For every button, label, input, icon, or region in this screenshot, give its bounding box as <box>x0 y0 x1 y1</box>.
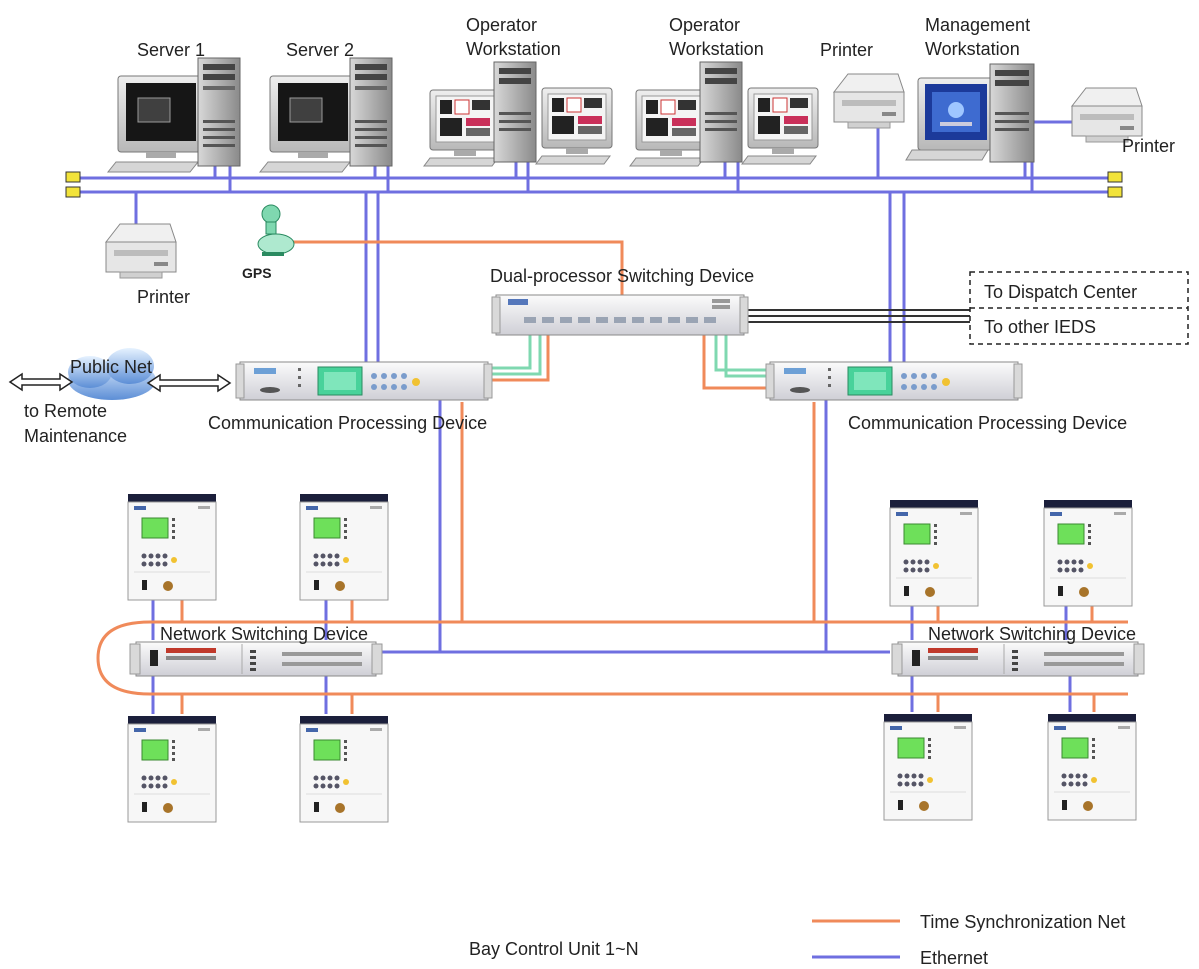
bay-control-unit-icon <box>883 713 973 821</box>
public-net-cloud-icon <box>68 348 156 400</box>
dispatch-box <box>969 271 1189 345</box>
bay-control-unit-icon <box>299 715 389 823</box>
bay-control-unit-icon <box>1043 499 1133 607</box>
printer-icon <box>1071 87 1143 143</box>
bus-terminator <box>65 171 81 183</box>
remote-maintenance-label-line2: Maintenance <box>24 426 127 446</box>
bay-control-unit-icon <box>889 499 979 607</box>
bay-control-unit-icon <box>299 493 389 601</box>
bay-control-unit-icon <box>127 715 217 823</box>
management-ws-label-line1: Management <box>925 15 1030 35</box>
net-switch-right-label: Network Switching Device <box>928 624 1136 644</box>
comm-left-label: Communication Processing Device <box>208 413 487 433</box>
printer-left-label: Printer <box>137 287 190 307</box>
public-net-label: Public Net <box>70 357 152 377</box>
to-dispatch-label: To Dispatch Center <box>984 282 1137 302</box>
operator-ws-2-label-line2: Workstation <box>669 39 764 59</box>
time-sync-lines <box>96 240 1128 714</box>
bus-terminator <box>1107 186 1123 198</box>
bay-control-unit-icon <box>1047 713 1137 821</box>
management-ws-label-line2: Workstation <box>925 39 1020 59</box>
network-switching-device <box>129 641 383 677</box>
net-switch-left-label: Network Switching Device <box>160 624 368 644</box>
server2-label: Server 2 <box>286 40 354 60</box>
communication-processing-device <box>235 361 493 401</box>
bus-terminator <box>65 186 81 198</box>
legend: Time Synchronization Net Ethernet <box>812 912 1125 968</box>
workstation-computer-icon <box>629 61 819 167</box>
dual-switch-label: Dual-processor Switching Device <box>490 266 754 286</box>
bus-terminators <box>65 171 1123 198</box>
server-computer-icon <box>107 57 241 173</box>
server1-label: Server 1 <box>137 40 205 60</box>
comm-right-label: Communication Processing Device <box>848 413 1127 433</box>
printer-icon <box>105 223 177 279</box>
remote-maintenance-label-line1: to Remote <box>24 401 107 421</box>
gps-label: GPS <box>242 265 272 281</box>
printer-icon <box>833 73 905 129</box>
legend-label-ethernet: Ethernet <box>920 948 988 968</box>
printer-top-label: Printer <box>820 40 873 60</box>
dispatch-links <box>744 309 970 323</box>
bay-control-label: Bay Control Unit 1~N <box>469 939 639 959</box>
comm-links <box>490 333 770 378</box>
operator-ws-1-label-line1: Operator <box>466 15 537 35</box>
dual-processor-switch-device <box>491 294 749 336</box>
bay-control-unit-icon <box>127 493 217 601</box>
operator-ws-2-label-line1: Operator <box>669 15 740 35</box>
operator-ws-1-label-line2: Workstation <box>466 39 561 59</box>
to-other-ieds-label: To other IEDS <box>984 317 1096 337</box>
server-computer-icon <box>259 57 393 173</box>
printer-right-label: Printer <box>1122 136 1175 156</box>
workstation-computer-icon <box>905 63 1035 163</box>
workstation-computer-icon <box>423 61 613 167</box>
communication-processing-device <box>765 361 1023 401</box>
legend-label-time-sync: Time Synchronization Net <box>920 912 1125 932</box>
bus-terminator <box>1107 171 1123 183</box>
gps-antenna-icon <box>257 204 295 256</box>
bidirectional-arrow-icon <box>8 372 232 393</box>
network-switching-device <box>891 641 1145 677</box>
